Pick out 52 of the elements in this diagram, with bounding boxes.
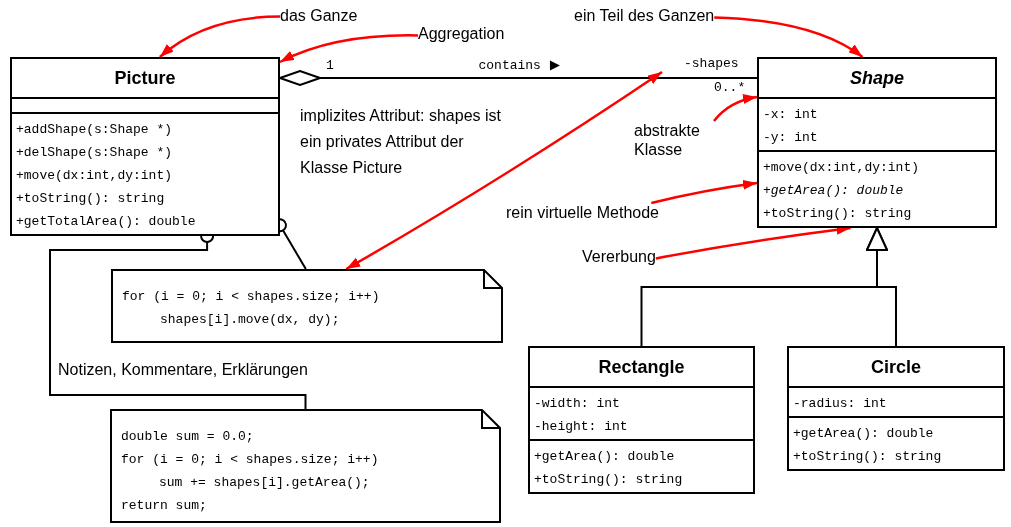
method-text: +toString(): string (534, 472, 683, 487)
attribute-text: -radius: int (793, 396, 887, 411)
multiplicity-label: 0..* (714, 80, 746, 95)
code-line: for (i = 0; i < shapes.size; i++) (121, 452, 379, 467)
note-box (110, 409, 501, 523)
method-text: +toString(): string (16, 191, 165, 206)
class-name: Shape (850, 67, 904, 89)
code-line: double sum = 0.0; (121, 429, 254, 444)
inheritance-arrow (866, 227, 897, 347)
method-text: +getArea(): double (793, 426, 934, 441)
pointer-arrow (345, 70, 663, 271)
method-text: +toString(): string (763, 206, 912, 221)
class-name: Circle (871, 356, 921, 378)
code-line: shapes[i].move(dx, dy); (160, 312, 340, 327)
annotation-text: implizites Attribut: shapes ist ein privates Attribut der Klasse Picture (300, 106, 502, 178)
attribute-text: -height: int (534, 419, 628, 434)
class-box (757, 57, 997, 228)
attribute-text: -width: int (534, 396, 620, 411)
pointer-arrow (159, 15, 281, 58)
note-box (111, 269, 503, 343)
annotation-text: Vererbung (582, 247, 656, 266)
method-text: +addShape(s:Shape *) (16, 122, 173, 137)
method-text: +toString(): string (793, 449, 942, 464)
annotation-text: Notizen, Kommentare, Erklärungen (58, 361, 308, 379)
method-text: +delShape(s:Shape *) (16, 145, 173, 160)
pointer-arrow (714, 16, 864, 58)
class-box (787, 346, 1005, 471)
pointer-arrow (713, 94, 758, 122)
method-text: +getArea(): double (534, 449, 675, 464)
annotation-text: Aggregation (418, 24, 505, 43)
class-box (528, 346, 755, 494)
class-name: Picture (114, 67, 176, 89)
attribute-text: -x: int (763, 107, 818, 122)
class-box (10, 57, 280, 236)
method-text: +getArea(): double (763, 183, 904, 198)
method-text: +getTotalArea(): double (16, 214, 196, 229)
code-line: return sum; (121, 498, 207, 513)
role-label: -shapes (684, 56, 739, 71)
attribute-text: -y: int (763, 130, 818, 145)
aggregation-line (279, 70, 758, 86)
annotation-text: ein Teil des Ganzen (574, 6, 715, 25)
annotation-text: abstrakte Klasse (634, 121, 714, 159)
code-line: sum += shapes[i].getArea(); (159, 475, 370, 490)
multiplicity-label: 1 (326, 58, 334, 73)
code-line: for (i = 0; i < shapes.size; i++) (122, 289, 380, 304)
annotation-text: das Ganze (280, 6, 358, 25)
method-text: +move(dx:int,dy:int) (16, 168, 173, 183)
method-text: +move(dx:int,dy:int) (763, 160, 920, 175)
pointer-arrow (651, 179, 758, 205)
class-name: Rectangle (598, 356, 685, 378)
pointer-arrow (279, 34, 418, 64)
annotation-text: rein virtuelle Methode (506, 203, 659, 222)
